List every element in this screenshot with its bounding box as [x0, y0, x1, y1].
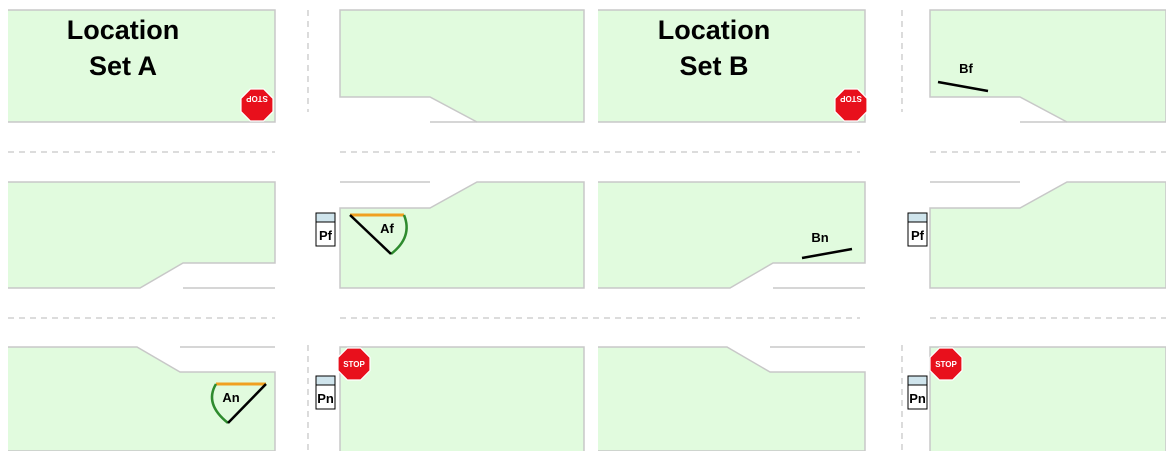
block-a-top-left — [8, 9, 276, 123]
signal-pf-b: Pf — [907, 212, 928, 247]
stop-sign-a-top: STOP — [240, 88, 274, 122]
block-b-mid-right — [929, 181, 1166, 289]
stop-sign-b-bottom: STOP — [929, 347, 963, 381]
lane-markings — [8, 10, 1166, 451]
block-a-mid-left — [8, 181, 276, 289]
svg-text:An: An — [222, 390, 239, 405]
set-b-title-line1: Location — [658, 15, 771, 45]
marker-bn: Bn — [801, 230, 853, 260]
svg-text:STOP: STOP — [840, 94, 862, 103]
svg-text:Bf: Bf — [959, 61, 973, 76]
svg-text:Pn: Pn — [909, 391, 926, 406]
set-b-blocks — [598, 9, 1166, 452]
block-b-mid-left — [598, 181, 866, 289]
stop-sign-b-top: STOP — [834, 88, 868, 122]
svg-text:STOP: STOP — [935, 360, 957, 369]
block-b-bottom-right — [929, 346, 1166, 451]
block-a-bottom-right — [339, 346, 585, 451]
svg-text:Af: Af — [380, 221, 394, 236]
svg-text:STOP: STOP — [343, 360, 365, 369]
marker-bf: Bf — [937, 61, 989, 93]
svg-text:Pf: Pf — [911, 228, 925, 243]
block-b-top-left — [598, 9, 866, 123]
signal-pn-a: Pn — [315, 375, 336, 410]
set-a-blocks — [8, 9, 585, 452]
marker-af: Af — [349, 213, 408, 255]
stop-sign-a-bottom: STOP — [337, 347, 371, 381]
marker-an: An — [210, 382, 267, 424]
signal-pf-a: Pf — [315, 212, 336, 247]
svg-text:Pn: Pn — [317, 391, 334, 406]
set-a-title-line2: Set A — [89, 51, 157, 81]
block-a-top-right — [339, 9, 585, 123]
set-a-title-line1: Location — [67, 15, 180, 45]
signal-pn-b: Pn — [907, 375, 928, 410]
svg-text:Pf: Pf — [319, 228, 333, 243]
set-b-title-line2: Set B — [679, 51, 748, 81]
block-a-mid-right — [339, 181, 585, 289]
svg-text:STOP: STOP — [246, 94, 268, 103]
svg-text:Bn: Bn — [811, 230, 828, 245]
block-b-bottom-left — [598, 346, 866, 452]
